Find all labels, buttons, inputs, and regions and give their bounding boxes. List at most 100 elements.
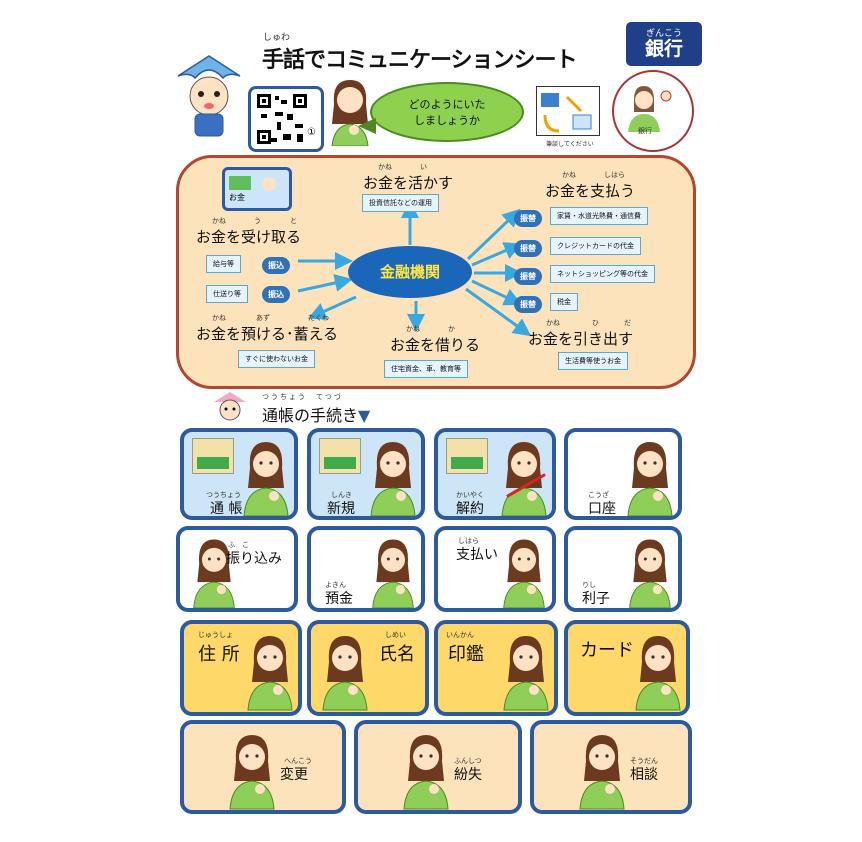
sign-card[interactable]: しめい氏名 (307, 620, 429, 716)
card-ruby: へんこう (284, 757, 312, 765)
sign-card[interactable]: ふんしつ紛失 (354, 720, 522, 814)
writing-sign-icon (536, 86, 600, 136)
card-ruby: かいやく (456, 491, 484, 499)
income-item-1: 給与等 (206, 255, 241, 273)
transfer-pill-1: 振替 (514, 210, 542, 227)
card-ruby: つうちょう (206, 491, 241, 499)
card-label: 通 帳 (210, 501, 243, 517)
kariru-ruby-2: か (448, 325, 455, 333)
hikidasu-ruby-1: かね (546, 319, 560, 327)
section-title: 通帳の手続き▼ (262, 402, 370, 426)
bankbook-icon (319, 438, 361, 474)
shiharau-heading: お金を支払う (545, 182, 636, 200)
card-label: 預金 (325, 591, 353, 607)
qr-code-icon (257, 94, 307, 144)
signer-figure (403, 735, 449, 810)
sign-card[interactable]: じゅうしょ住 所 (180, 620, 302, 716)
card-label: 相談 (630, 767, 658, 783)
signer-figure (579, 735, 625, 810)
azukeru-heading: お金を預ける･蓄える (196, 325, 339, 343)
sign-card[interactable]: ふ こ振り込み (176, 526, 298, 612)
sign-card[interactable]: よきん預金 (307, 526, 425, 612)
circle-label: 銀行 (638, 127, 652, 135)
payment-item-1: 家賃・水道光熱費・通信費 (550, 207, 648, 225)
signer-figure (635, 636, 681, 711)
uketoru-ruby-3: と (290, 217, 297, 225)
card-label: 解約 (456, 501, 484, 517)
signer-figure (193, 539, 235, 608)
sign-card[interactable]: りし利子 (564, 526, 682, 612)
section-arrow-icon: ▼ (358, 406, 371, 425)
mini-mascot-icon (212, 390, 248, 424)
sign-card[interactable]: いんかん印鑑 (434, 620, 558, 716)
card-label: 印鑑 (448, 644, 484, 665)
bubble-line-2: しましょうか (414, 114, 480, 127)
deposit-pill-2: 振込 (262, 286, 290, 303)
bubble-tail (358, 118, 376, 134)
sign-card[interactable]: カード (564, 620, 690, 716)
card-ruby: ふんしつ (454, 757, 482, 765)
shiharau-ruby-2: しはら (604, 171, 625, 179)
ikasu-ruby-1: かね (378, 163, 392, 171)
payment-item-4: 税金 (550, 293, 578, 311)
card-ruby: じゅうしょ (198, 631, 233, 639)
sign-card[interactable]: しはら支払い (434, 526, 556, 612)
sign-card[interactable]: そうだん相談 (530, 720, 692, 814)
signer-figure (627, 442, 673, 516)
card-label: 氏名 (379, 644, 415, 665)
transfer-pill-3: 振替 (514, 268, 542, 285)
ikasu-heading: お金を活かす (363, 174, 454, 192)
signer-figure (229, 735, 275, 810)
signer-figure (243, 442, 289, 516)
card-label: カード (580, 640, 634, 661)
sign-card[interactable]: しんき新規 (307, 428, 425, 520)
card-label: 支払い (456, 547, 498, 563)
sign-card[interactable]: かいやく解約 (434, 428, 556, 520)
sign-card[interactable]: つうちょう通 帳 (180, 428, 298, 520)
title-ruby: しゅわ (263, 33, 291, 43)
hikidasu-box: 生活費等使うお金 (558, 352, 628, 370)
azukeru-ruby-1: かね (212, 314, 226, 322)
kariru-heading: お金を借りる (390, 336, 481, 354)
bubble-line-1: どのようにいた (408, 98, 486, 111)
kariru-box: 住宅資金、車、教育等 (384, 360, 468, 378)
card-label: 利子 (582, 591, 610, 607)
card-ruby: よきん (325, 581, 346, 589)
hikidasu-ruby-3: だ (624, 319, 631, 327)
ikasu-box: 投資信託などの運用 (362, 194, 439, 212)
hikidasu-ruby-2: ひ (592, 319, 599, 327)
qr-number: ① (307, 127, 316, 138)
uketoru-ruby-2: う (254, 217, 261, 225)
category-tag: ぎんこう 銀行 (626, 22, 702, 66)
card-label: 変更 (280, 767, 308, 783)
card-ruby: いんかん (446, 631, 474, 639)
signer-figure (372, 539, 414, 608)
tag-ruby: ぎんこう (645, 29, 682, 39)
card-ruby: りし (582, 581, 596, 589)
card-ruby: しんき (331, 491, 352, 499)
qr-code-box[interactable]: ① (248, 86, 324, 152)
deposit-pill-1: 振込 (262, 257, 290, 274)
income-item-2: 仕送り等 (206, 285, 248, 303)
writing-caption: 筆談してください (546, 141, 594, 148)
uketoru-heading: お金を受け取る (196, 228, 302, 246)
bankbook-label: お金 (229, 193, 245, 202)
transfer-pill-4: 振替 (514, 296, 542, 313)
card-ruby: ふ こ (228, 541, 249, 549)
ikasu-ruby-2: い (420, 163, 427, 171)
page-title: 手話でコミュニケーションシート (262, 48, 578, 73)
azukeru-ruby-3: たくわ (308, 314, 329, 322)
speech-bubble: どのようにいた しましょうか (370, 82, 524, 142)
payment-item-2: クレジットカードの代金 (550, 237, 641, 255)
section-title-text: 通帳の手続き (262, 406, 359, 425)
sign-card[interactable]: へんこう変更 (180, 720, 346, 814)
card-label: 振り込み (226, 551, 282, 567)
azukeru-ruby-2: あず (256, 314, 270, 322)
card-ruby: そうだん (630, 757, 658, 765)
card-label: 紛失 (454, 767, 482, 783)
signer-figure (370, 442, 416, 516)
bank-sign-illustration (612, 70, 694, 152)
signer-figure (503, 636, 549, 711)
signer-illustration (326, 74, 374, 147)
sign-card[interactable]: こうざ口座 (564, 428, 682, 520)
